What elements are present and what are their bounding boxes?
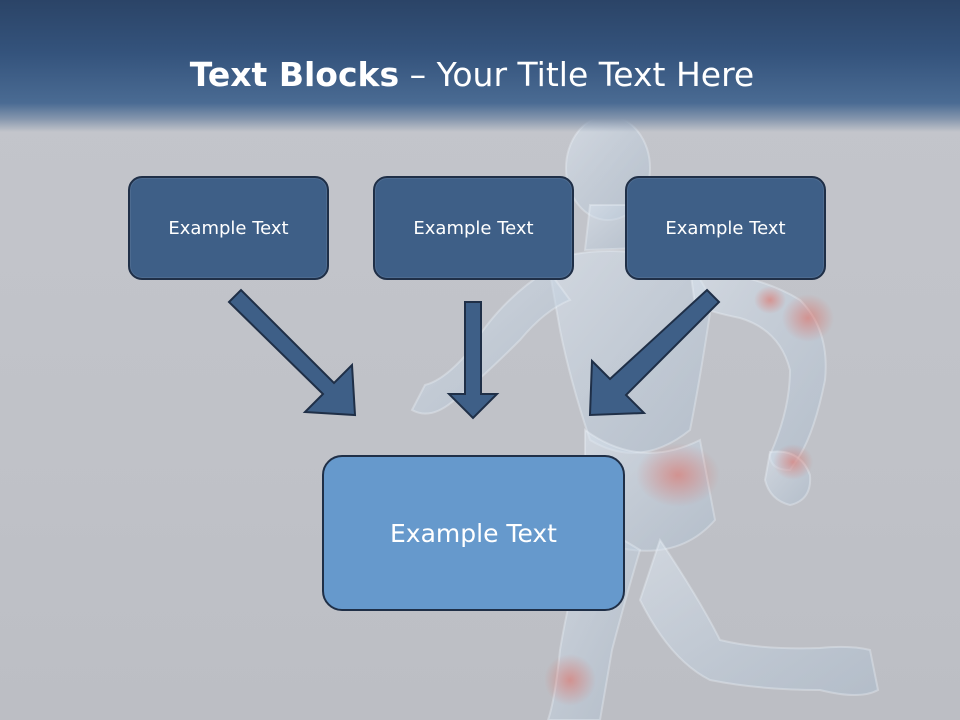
arrow-right-diagonal <box>588 288 721 417</box>
text-block-bottom-label: Example Text <box>390 518 557 548</box>
arrow-left-diagonal <box>227 288 357 417</box>
title-band <box>0 0 960 132</box>
arrow-middle-down <box>446 301 500 420</box>
text-block-bottom[interactable]: Example Text <box>322 455 625 611</box>
text-block-right-label: Example Text <box>665 217 786 239</box>
text-block-left-label: Example Text <box>168 217 289 239</box>
title-rest-text: – Your Title Text Here <box>399 55 755 94</box>
text-block-middle[interactable]: Example Text <box>373 176 574 280</box>
text-block-right[interactable]: Example Text <box>625 176 826 280</box>
text-block-middle-label: Example Text <box>413 217 534 239</box>
title-bold-text: Text Blocks <box>189 55 400 94</box>
slide-title: Text Blocks – Your Title Text Here <box>0 52 944 98</box>
text-block-left[interactable]: Example Text <box>128 176 329 280</box>
